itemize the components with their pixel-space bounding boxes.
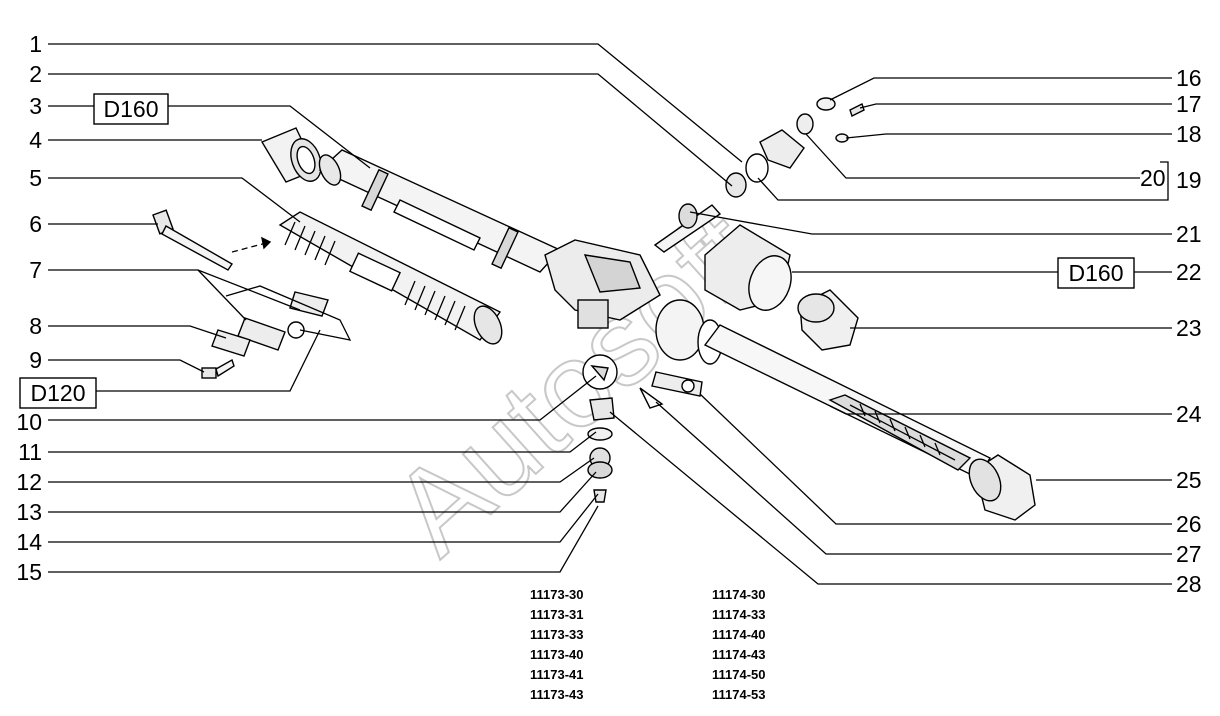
part-number: 11173-40 <box>530 647 584 662</box>
part-numbers-column-2: 11174-30 11174-33 11174-40 11174-43 1117… <box>712 587 766 702</box>
valve-housing <box>704 224 792 311</box>
callout-16: 16 <box>1176 65 1202 91</box>
d160-label-right: D160 <box>1069 260 1124 286</box>
callout-22: 22 <box>1176 259 1202 285</box>
rack-housing-tube <box>318 149 562 273</box>
right-end-cap <box>968 454 1036 521</box>
part-number: 11173-43 <box>530 687 584 702</box>
part-number: 11173-30 <box>530 587 584 602</box>
parts-drawing <box>152 97 1036 521</box>
leader-lines <box>48 43 1172 585</box>
callout-11: 11 <box>18 439 42 465</box>
part-number: 11174-30 <box>712 587 766 602</box>
pinion-plug-stack <box>582 354 618 503</box>
end-cap-part <box>260 127 322 183</box>
callout-20: 20 <box>1140 165 1166 191</box>
mounting-plates <box>211 285 352 357</box>
callout-7: 7 <box>29 257 42 283</box>
callout-18: 18 <box>1176 121 1202 147</box>
callout-6: 6 <box>29 211 42 237</box>
callout-15: 15 <box>16 559 42 585</box>
callout-27: 27 <box>1176 541 1202 567</box>
right-callouts: 16 17 18 19 20 21 22 23 24 25 26 27 28 <box>1140 65 1202 597</box>
part-number: 11174-53 <box>712 687 766 702</box>
pinion-parts <box>653 97 865 253</box>
callout-23: 23 <box>1176 315 1202 341</box>
part-number: 11174-50 <box>712 667 766 682</box>
d160-label-left: D160 <box>104 96 159 122</box>
rack-bar <box>703 324 991 479</box>
callout-4: 4 <box>29 127 42 153</box>
d160-box-right <box>1057 257 1135 289</box>
part-number: 11173-31 <box>530 607 584 622</box>
callout-13: 13 <box>16 499 42 525</box>
callout-12: 12 <box>16 469 42 495</box>
part-number: 11174-33 <box>712 607 766 622</box>
part-number: 11174-40 <box>712 627 766 642</box>
bellows-boot <box>278 211 503 345</box>
callout-21: 21 <box>1176 221 1202 247</box>
callout-25: 25 <box>1176 467 1202 493</box>
callout-2: 2 <box>29 61 42 87</box>
part-number: 11173-41 <box>530 667 584 682</box>
callout-1: 1 <box>29 31 42 57</box>
part-numbers-column-1: 11173-30 11173-31 11173-33 11173-40 1117… <box>530 587 584 702</box>
callout-17: 17 <box>1176 91 1202 117</box>
d120-box <box>19 377 97 409</box>
cap-part <box>797 289 859 351</box>
callout-8: 8 <box>29 313 42 339</box>
part-number: 11174-43 <box>712 647 766 662</box>
rack-fittings <box>639 371 703 409</box>
callout-3: 3 <box>29 93 42 119</box>
callout-10: 10 <box>16 409 42 435</box>
callout-24: 24 <box>1176 401 1202 427</box>
callout-26: 26 <box>1176 511 1202 537</box>
callout-19: 19 <box>1176 167 1202 193</box>
callout-5: 5 <box>29 165 42 191</box>
left-callouts: 1 2 3 4 5 6 7 8 9 10 11 12 13 14 15 <box>16 31 42 585</box>
callout-14: 14 <box>16 529 42 555</box>
callout-28: 28 <box>1176 571 1202 597</box>
callout-9: 9 <box>29 347 42 373</box>
d120-label: D120 <box>31 380 86 406</box>
bolt <box>201 358 235 379</box>
d160-box-left <box>93 93 169 125</box>
cable-tie <box>152 209 272 271</box>
part-number: 11173-33 <box>530 627 584 642</box>
